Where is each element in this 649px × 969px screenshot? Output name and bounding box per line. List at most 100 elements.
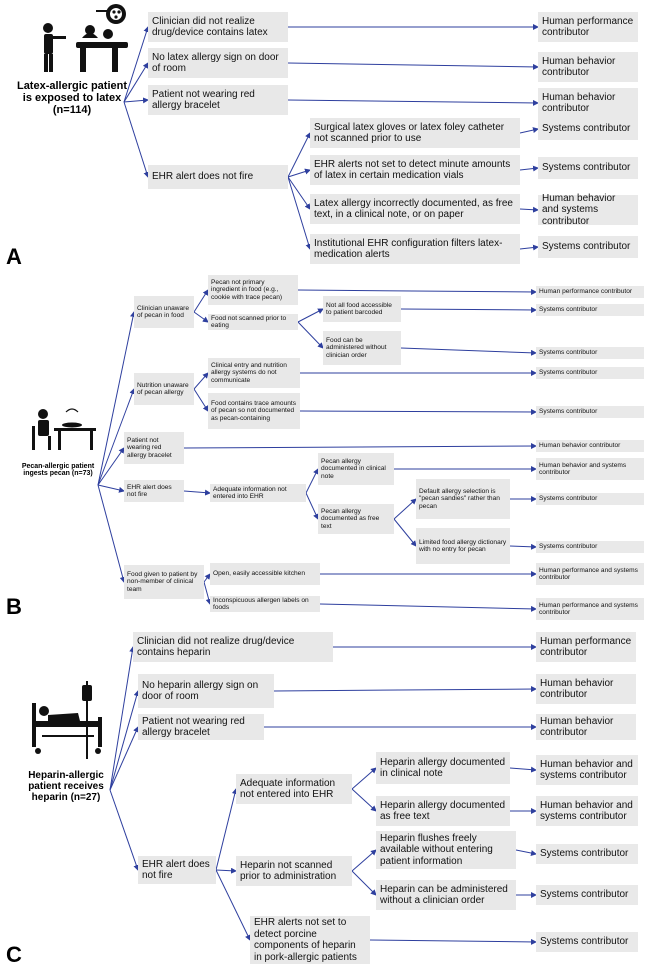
panel-b-cause-box: Pecan not primary ingredient in food (e.… [208,275,298,305]
hospital-bed-icon [32,681,102,759]
panel-b-cause-box: Nutrition unaware of pecan allergy [134,373,194,405]
panel-b-outcome-box: Systems contributor [536,304,644,316]
panel-a-root: Latex-allergic patient is exposed to lat… [16,80,128,116]
panel-c-letter: C [6,942,22,967]
panel-c-outcome-box: Human behavior and systems contributor [536,755,638,785]
connector-arrow [193,289,209,313]
panel-c-cause-box: EHR alerts not set to detect porcine com… [250,916,370,964]
panel-a-letter: A [6,244,22,269]
connector-arrow [203,573,211,583]
connector-arrow [515,849,537,856]
panel-c-outcome-box: Human behavior contributor [536,714,636,740]
panel-b-cause-box: Food contains trace amounts of pecan so … [208,393,300,429]
connector-arrow [351,788,377,812]
panel-b-outcome-box: Systems contributor [536,541,644,553]
panel-b-cause-box: Patient not wearing red allergy bracelet [124,432,184,464]
panel-b-letter: B [6,594,22,619]
panel-c-cause-box: Heparin allergy documented as free text [376,796,510,826]
connector-arrow [351,767,377,790]
panel-a-outcome-box: Human performance contributor [538,12,638,42]
panel-c-cause-box: No heparin allergy sign on door of room [138,674,274,708]
connector-arrow [305,492,319,520]
connector-arrow [509,766,537,773]
connector-arrow [299,408,537,415]
connector-arrow [319,603,537,612]
connector-arrow [203,581,212,605]
connector-arrow [183,443,537,450]
panel-b-outcome-box: Systems contributor [536,493,644,505]
connector-arrow [123,62,149,103]
panel-c-root: Heparin-allergic patient receives hepari… [28,770,104,803]
panel-b-cause-box: Default allergy selection is "pecan sand… [416,479,510,519]
panel-c-cause-box: Heparin can be administered without a cl… [376,880,516,910]
panel-b-outcome-box: Systems contributor [536,367,644,379]
panel-a-cause-box: Surgical latex gloves or latex foley cat… [310,118,520,148]
connector-arrow [215,869,251,941]
surgery-lamp-icon [43,4,128,72]
connector-arrow [509,543,537,550]
panel-a-cause-box: EHR alert does not fire [148,165,288,189]
panel-b-cause-box: Food can be administered without clinici… [323,331,401,365]
panel-b-cause-box: Food not scanned prior to eating [208,314,298,330]
connector-arrow [351,870,377,896]
panel-c-cause-box: Patient not wearing red allergy bracelet [138,714,264,740]
panel-c-cause-box: Clinician did not realize drug/device co… [133,632,333,662]
panel-b-outcome-box: Human performance and systems contributo… [536,563,644,585]
connector-arrow [109,726,139,791]
panel-b-root: Pecan-allergic patient ingests pecan (n=… [21,463,95,477]
connector-arrow [519,206,539,213]
connector-arrow [297,308,324,323]
panel-a-cause-box: No latex allergy sign on door of room [148,48,288,78]
panel-c-cause-box: Adequate information not entered into EH… [236,774,352,804]
connector-arrow [123,26,150,103]
connector-arrow [109,789,140,871]
panel-b-cause-box: Limited food allergy dictionary with no … [416,528,510,564]
panel-b-cause-box: Adequate information not entered into EH… [210,484,306,502]
panel-a-outcome-box: Human behavior contributor [538,52,638,82]
panel-b-outcome-box: Systems contributor [536,347,644,359]
panel-b-outcome-box: Human performance and systems contributo… [536,598,644,620]
patient-eating-icon [32,408,96,450]
panel-b-outcome-box: Human behavior and systems contributor [536,458,644,480]
panel-b-outcome-box: Human performance contributor [536,286,644,298]
connector-arrow [393,498,417,520]
connector-arrow [109,690,140,791]
connector-arrow [97,484,125,493]
connector-arrow [123,97,149,104]
panel-c-outcome-box: Systems contributor [536,844,638,864]
connector-arrow [193,372,209,390]
connector-arrow [400,306,537,313]
panel-b-cause-box: Inconspicuous allergen labels on foods [210,596,320,612]
connector-arrow [287,176,312,250]
panel-a-outcome-box: Human behavior and systems contributor [538,193,638,227]
connector-arrow [297,288,537,295]
panel-a-cause-box: Clinician did not realize drug/device co… [148,12,288,42]
connector-arrow [97,311,136,486]
connector-arrow [193,388,209,412]
connector-arrow [519,165,539,172]
panel-b-cause-box: Pecan allergy documented as free text [318,504,394,534]
panel-a-cause-box: Latex allergy incorrectly documented, as… [310,194,520,224]
panel-c-cause-box: Heparin flushes freely available without… [376,831,516,869]
panel-a-outcome-box: Human behavior contributor [538,88,638,118]
panel-b-outcome-box: Human behavior contributor [536,440,644,452]
connector-arrow [215,788,238,871]
connector-arrow [287,132,311,178]
panel-a-cause-box: EHR alerts not set to detect minute amou… [310,155,520,185]
connector-arrow [287,168,311,178]
connector-arrow [183,489,211,496]
connector-arrow [109,646,136,791]
connector-arrow [97,447,125,486]
connector-arrow [305,468,319,494]
panel-a-outcome-box: Systems contributor [538,118,638,140]
connector-arrow [97,484,126,583]
connector-arrow [97,388,136,486]
panel-c-outcome-box: Human behavior and systems contributor [536,796,638,826]
panel-c-outcome-box: Human performance contributor [536,632,636,662]
panel-c-outcome-box: Systems contributor [536,885,638,905]
panel-c-cause-box: EHR alert does not fire [138,856,216,884]
panel-b-cause-box: Not all food accessible to patient barco… [323,296,401,322]
panel-a-cause-box: Institutional EHR configuration filters … [310,234,520,264]
